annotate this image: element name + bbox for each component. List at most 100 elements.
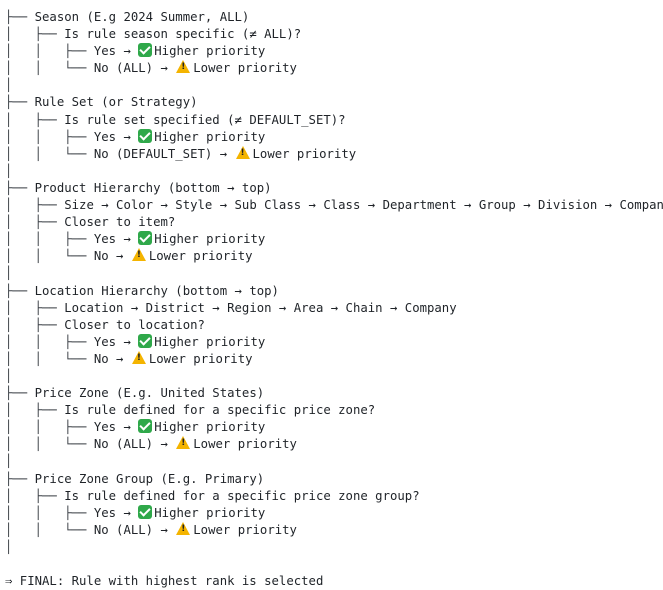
tree-label: No → (93, 351, 131, 366)
tree-line: ├── Location Hierarchy (bottom → top) (5, 283, 663, 300)
tree-line: ├── Product Hierarchy (bottom → top) (5, 180, 663, 197)
tree-line: │ │ ├── Yes → Higher priority (5, 43, 663, 60)
tree-guide: │ │ └── (5, 351, 94, 366)
tree-guide: ├── (5, 180, 35, 195)
tree-line: ├── Price Zone Group (E.g. Primary) (5, 471, 663, 488)
tree-label: No → (93, 249, 131, 264)
tree-label: Season (E.g 2024 Summer, ALL) (34, 10, 250, 24)
tree-label: No (ALL) → (93, 437, 176, 452)
tree-line: ├── Rule Set (or Strategy) (5, 94, 663, 111)
tree-line: │ │ ├── Yes → Higher priority (5, 504, 663, 522)
tree-guide: │ │ ├── (5, 334, 94, 349)
tree-line: │ │ ├── Yes → Higher priority (5, 419, 663, 436)
tree-label: Yes → (93, 420, 139, 435)
tree-label: No (ALL) → (93, 61, 176, 76)
tree-guide: │ ├── (5, 27, 65, 42)
tree-line: │ │ └── No (DEFAULT_SET) → Lower priorit… (5, 145, 663, 163)
tree-label: Size → Color → Style → Sub Class → Class… (64, 198, 663, 213)
tree-guide: │ ├── (5, 403, 65, 418)
priority-label: Lower priority (148, 249, 253, 264)
tree-guide: ├── (5, 283, 35, 298)
tree-guide: │ │ ├── (5, 129, 94, 144)
tree-guide: │ │ ├── (5, 44, 94, 59)
tree-label: Product Hierarchy (bottom → top) (34, 180, 272, 195)
tree-guide: │ (5, 454, 13, 469)
tree-guide: │ │ ├── (5, 420, 94, 435)
tree-line: │ ├── Closer to item? (5, 214, 663, 231)
tree-guide: │ ├── (5, 112, 65, 127)
tree-label: Rule Set (or Strategy) (34, 95, 198, 110)
warning-icon (131, 248, 146, 262)
priority-label: Lower priority (193, 437, 297, 452)
tree-guide: │ │ └── (5, 522, 94, 537)
priority-label: Higher priority (154, 232, 266, 247)
check-mark-icon (138, 43, 153, 58)
tree-line: │ (5, 77, 663, 94)
tree-line (5, 556, 663, 573)
tree-guide: │ ├── (5, 198, 65, 213)
tree-line: │ ├── Is rule defined for a specific pri… (5, 488, 663, 505)
priority-label: Lower priority (193, 61, 297, 76)
tree-label: No (ALL) → (93, 522, 176, 537)
priority-label: Higher priority (154, 420, 266, 435)
check-mark-icon (138, 231, 153, 246)
tree-line: ├── Season (E.g 2024 Summer, ALL) (5, 9, 663, 26)
tree-line: │ ├── Location → District → Region → Are… (5, 300, 663, 317)
tree-label: Location → District → Region → Area → Ch… (64, 300, 457, 315)
tree-label: Closer to location? (64, 317, 205, 332)
tree-line: │ │ └── No (ALL) → Lower priority (5, 521, 663, 539)
warning-icon (176, 521, 191, 535)
tree-guide: │ │ └── (5, 437, 94, 452)
tree-label: Is rule set specified (≠ DEFAULT_SET)? (64, 112, 346, 127)
tree-line: │ │ └── No → Lower priority (5, 248, 663, 265)
check-mark-icon (138, 128, 153, 143)
tree-line: │ │ ├── Yes → Higher priority (5, 333, 663, 351)
priority-label: Lower priority (193, 522, 297, 537)
warning-icon (235, 145, 250, 159)
tree-line: │ (5, 539, 663, 556)
tree-guide: ├── (5, 386, 35, 401)
priority-label: Higher priority (154, 505, 266, 520)
tree-line: │ │ └── No (ALL) → Lower priority (5, 436, 663, 453)
tree-guide: │ │ └── (5, 61, 94, 76)
tree-line: │ (5, 163, 663, 180)
tree-label: Is rule season specific (≠ ALL)? (64, 27, 302, 42)
tree-guide: │ (5, 163, 13, 178)
tree-guide: │ ├── (5, 215, 65, 230)
tree-label: Closer to item? (64, 215, 176, 230)
tree-line: │ ├── Is rule defined for a specific pri… (5, 402, 663, 419)
tree-guide: │ │ └── (5, 146, 94, 161)
warning-icon (176, 60, 191, 74)
tree-guide: │ ├── (5, 317, 65, 332)
tree-guide: │ │ └── (5, 249, 94, 264)
tree-line: │ (5, 453, 663, 470)
check-mark-icon (138, 333, 153, 348)
tree-label: Location Hierarchy (bottom → top) (34, 283, 279, 298)
tree-guide: │ (5, 78, 13, 93)
tree-line: │ (5, 265, 663, 282)
tree-line: ⇒ FINAL: Rule with highest rank is selec… (5, 573, 663, 590)
tree-label: Yes → (93, 129, 139, 144)
warning-icon (176, 436, 191, 450)
priority-decision-tree: ├── Season (E.g 2024 Summer, ALL)│ ├── I… (5, 9, 663, 590)
tree-line: │ ├── Is rule season specific (≠ ALL)? (5, 26, 663, 43)
tree-guide: │ (5, 368, 13, 383)
priority-label: Higher priority (154, 334, 266, 349)
check-mark-icon (138, 419, 153, 434)
tree-label: Yes → (93, 44, 139, 59)
check-mark-icon (138, 504, 153, 519)
tree-line: │ ├── Size → Color → Style → Sub Class →… (5, 197, 663, 214)
priority-label: Higher priority (154, 44, 266, 59)
tree-line: │ (5, 368, 663, 385)
priority-label: Lower priority (252, 146, 357, 161)
tree-guide: │ ├── (5, 488, 65, 503)
tree-line: │ │ └── No → Lower priority (5, 350, 663, 368)
warning-icon (131, 350, 146, 364)
tree-guide: │ │ ├── (5, 505, 94, 520)
tree-label: Yes → (93, 334, 139, 349)
tree-label: Is rule defined for a specific price zon… (64, 488, 420, 503)
tree-guide: ├── (5, 471, 35, 486)
tree-guide: │ (5, 539, 13, 554)
tree-line: │ │ ├── Yes → Higher priority (5, 128, 663, 146)
tree-line: ├── Price Zone (E.g. United States) (5, 385, 663, 402)
